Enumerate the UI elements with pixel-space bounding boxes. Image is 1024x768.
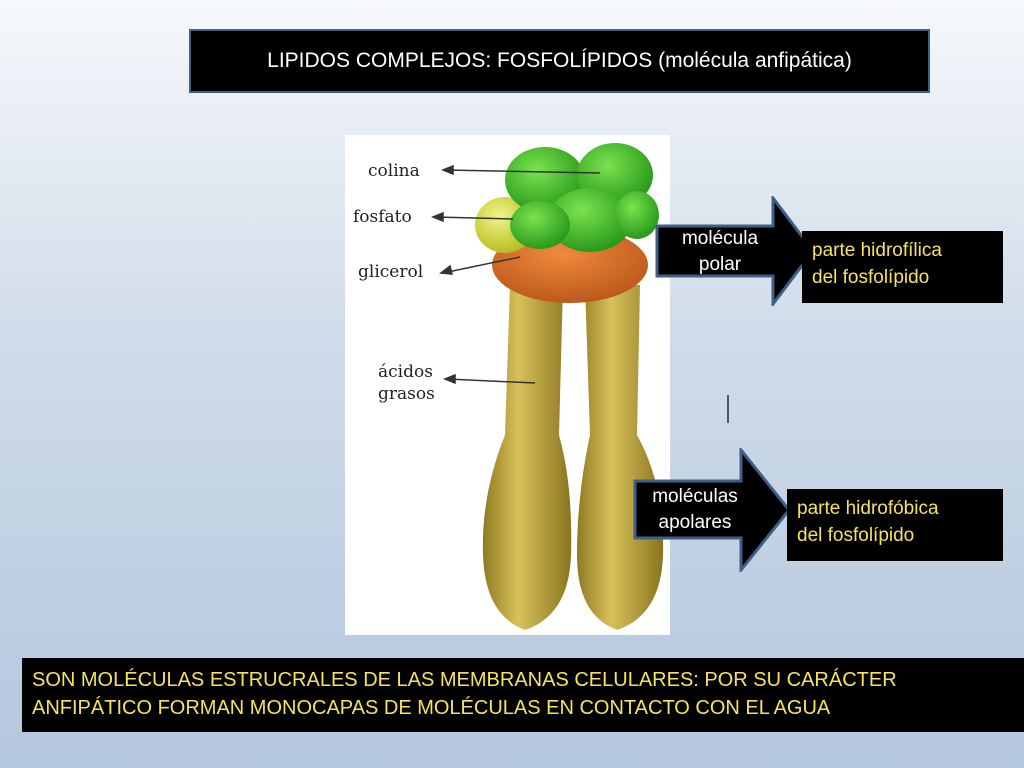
glicerol-leader bbox=[442, 256, 521, 274]
glicerol-label: glicerol bbox=[358, 262, 424, 282]
colina-blob bbox=[505, 143, 659, 252]
divider-tick bbox=[727, 395, 729, 423]
phospholipid-figure: colina fosfato glicerol ácidos grasos bbox=[345, 135, 670, 635]
apolar-arrow-label: moléculas apolares bbox=[652, 486, 738, 533]
colina-label: colina bbox=[368, 161, 420, 181]
title-box: LIPIDOS COMPLEJOS: FOSFOLÍPIDOS (molécul… bbox=[189, 29, 930, 93]
polar-arrow-label: molécula polar bbox=[681, 228, 759, 275]
acidos-label: ácidos bbox=[378, 362, 433, 382]
fosfato-label: fosfato bbox=[353, 207, 412, 227]
acidos-leader bbox=[446, 378, 536, 384]
colina-leader bbox=[444, 169, 601, 174]
phospholipid-drawing bbox=[430, 143, 664, 630]
polar-arrow-shape bbox=[655, 196, 815, 306]
grasos-label: grasos bbox=[378, 384, 435, 404]
title-text: LIPIDOS COMPLEJOS: FOSFOLÍPIDOS (molécul… bbox=[267, 49, 852, 72]
summary-box: SON MOLÉCULAS ESTRUCRALES DE LAS MEMBRAN… bbox=[22, 658, 1024, 732]
fatty-acid-tail-left bbox=[482, 285, 572, 630]
summary-line-1: SON MOLÉCULAS ESTRUCRALES DE LAS MEMBRAN… bbox=[32, 669, 897, 691]
hydrophobic-box: parte hidrofóbica del fosfolípido bbox=[787, 489, 1003, 561]
fatty-acid-tail-right bbox=[577, 285, 664, 630]
hydrophilic-box: parte hidrofílica del fosfolípido bbox=[802, 231, 1003, 303]
apolar-arrow-shape bbox=[633, 448, 791, 572]
fosfato-leader bbox=[434, 216, 514, 220]
summary-line-2: ANFIPÁTICO FORMAN MONOCAPAS DE MOLÉCULAS… bbox=[32, 697, 831, 719]
